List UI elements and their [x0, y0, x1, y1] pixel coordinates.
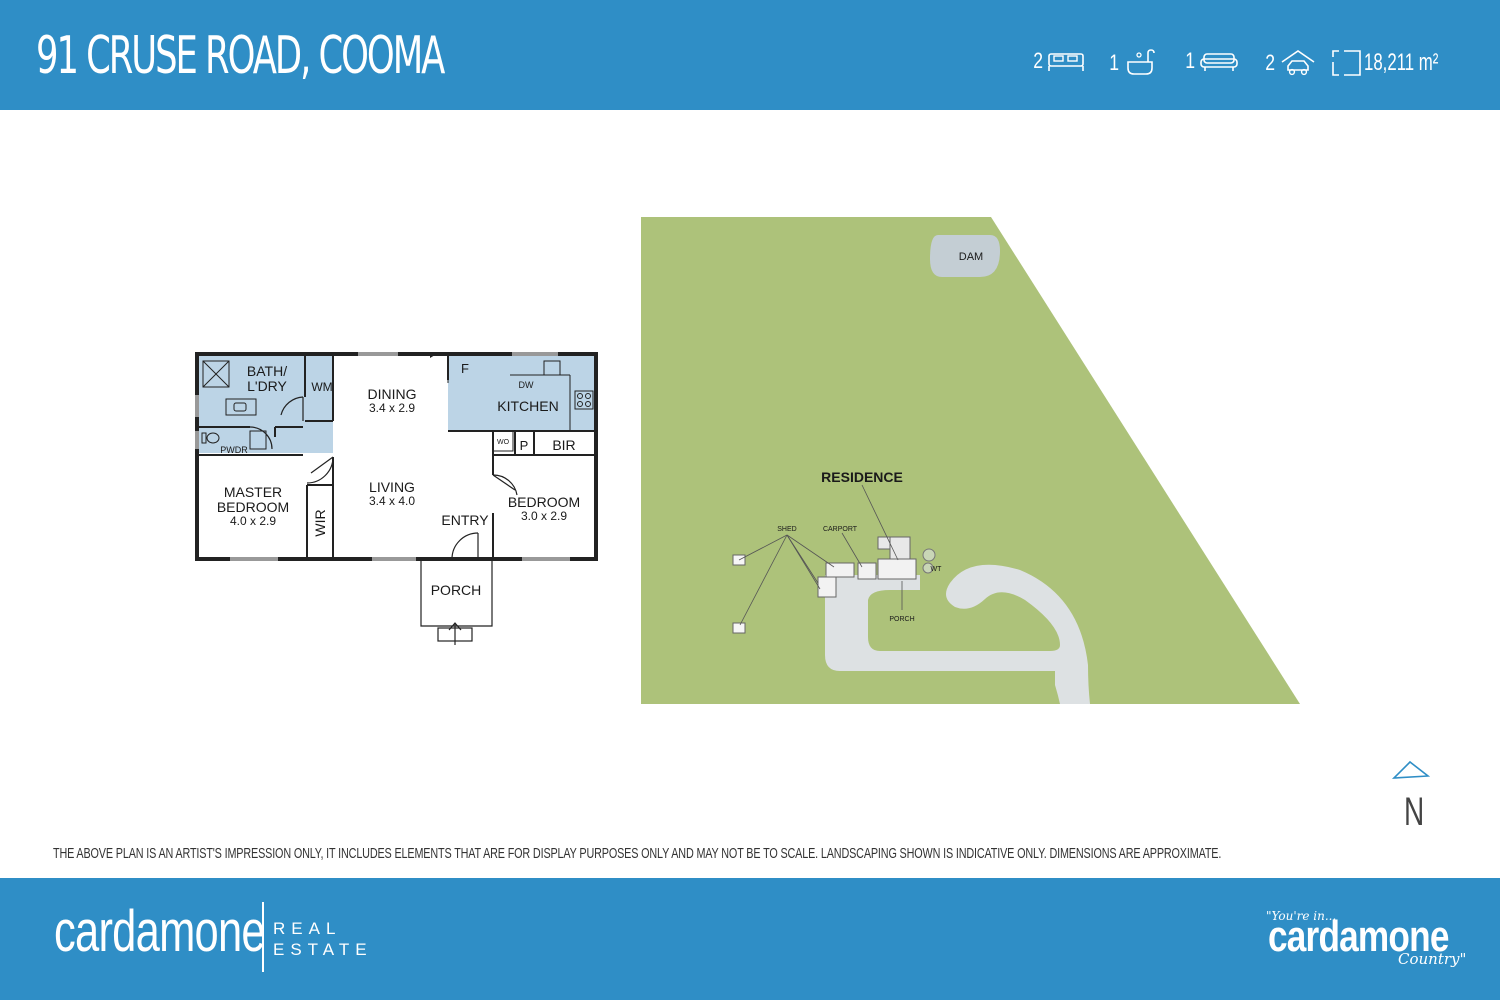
- porch-label: PORCH: [431, 582, 482, 598]
- bath-label-2: L'DRY: [247, 378, 287, 394]
- dam: [930, 235, 1000, 277]
- parking-count: 2: [1265, 50, 1276, 75]
- bath-label-1: BATH/: [247, 363, 287, 379]
- sofa-icon: [1200, 53, 1239, 71]
- bir-label: BIR: [552, 437, 575, 453]
- footer-bar: [0, 878, 1500, 1000]
- brand-logo-left: cardamone: [54, 899, 266, 964]
- pantry-label: P: [520, 438, 529, 453]
- living-feature: 1: [1184, 48, 1240, 74]
- door-swings: [249, 396, 518, 560]
- living-size: 3.4 x 4.0: [369, 494, 415, 508]
- bathrooms-feature: 1: [1108, 48, 1158, 78]
- site-porch-label: PORCH: [889, 616, 914, 623]
- bath-icon: [1127, 49, 1156, 75]
- dw-label: DW: [519, 380, 534, 390]
- sliding-door-arrow: [400, 352, 435, 358]
- header-bar: [0, 0, 1500, 110]
- fridge-label: F: [461, 361, 469, 376]
- master-bedroom-label-1: MASTER: [224, 484, 282, 500]
- brand-sub-estate: ESTATE: [273, 940, 373, 959]
- fixtures: [201, 360, 594, 452]
- room-labels: BATH/ L'DRY WM PWDR DINING 3.4 x 2.9 F D…: [217, 361, 580, 598]
- dam-label: DAM: [959, 251, 983, 263]
- interior-walls: [199, 356, 594, 557]
- porch-outline: [420, 559, 493, 645]
- north-label: N: [1404, 790, 1425, 834]
- pwdr-label: PWDR: [220, 445, 248, 455]
- dining-label: DINING: [368, 386, 417, 402]
- carport-label: CARPORT: [823, 526, 858, 533]
- leader-lines: [738, 484, 903, 626]
- water-tanks: [922, 548, 936, 574]
- kitchen-label: KITCHEN: [497, 398, 558, 414]
- water-tank-label: WT: [931, 566, 943, 573]
- property-address-title: 91 CRUSE ROAD, COOMA: [36, 26, 445, 86]
- brand-divider: [262, 902, 264, 972]
- shed-label: SHED: [777, 526, 796, 533]
- site-labels: DAM RESIDENCE SHED CARPORT WT PORCH: [777, 251, 983, 623]
- driveway: [825, 564, 1090, 704]
- bedrooms-count: 2: [1033, 48, 1044, 73]
- land-area-value: 18,211 m²: [1364, 49, 1439, 76]
- wo-label: WO: [497, 439, 510, 446]
- bedroom-size: 3.0 x 2.9: [521, 509, 567, 523]
- master-bedroom-label-2: BEDROOM: [217, 499, 289, 515]
- living-count: 1: [1185, 48, 1196, 73]
- brand-tagline: "You're in...: [1266, 909, 1337, 923]
- car-icon: [1281, 50, 1315, 76]
- living-label: LIVING: [369, 479, 415, 495]
- residence-label: RESIDENCE: [821, 469, 903, 485]
- land-parcel: [641, 217, 1300, 704]
- wir-label: WIR: [312, 509, 328, 536]
- bathrooms-count: 1: [1109, 50, 1120, 75]
- bedroom-label: BEDROOM: [508, 494, 580, 510]
- wm-label: WM: [311, 380, 332, 394]
- kitchen-shading: [448, 356, 594, 431]
- brand-logo-right: cardamone: [1268, 912, 1449, 961]
- master-bedroom-size: 4.0 x 2.9: [230, 514, 276, 528]
- entry-label: ENTRY: [441, 512, 489, 528]
- land-area-icon: [1332, 50, 1361, 76]
- north-arrow-icon: [1391, 760, 1430, 779]
- brand-sub-real: REAL: [273, 919, 342, 938]
- parking-feature: 2: [1264, 48, 1318, 78]
- dining-size: 3.4 x 2.9: [369, 401, 415, 415]
- floor-plan: BATH/ L'DRY WM PWDR DINING 3.4 x 2.9 F D…: [195, 352, 598, 645]
- disclaimer: THE ABOVE PLAN IS AN ARTIST'S IMPRESSION…: [53, 845, 1222, 862]
- brand-logo-right-sub: Country": [1398, 950, 1467, 968]
- site-plan: DAM RESIDENCE SHED CARPORT WT PORCH: [641, 217, 1300, 704]
- bedrooms-feature: 2: [1032, 48, 1088, 74]
- bed-icon: [1048, 53, 1085, 71]
- windows: [195, 352, 570, 561]
- land-area-feature: 18,211 m²: [1330, 48, 1470, 78]
- brand-logo-left-sub: REAL ESTATE: [273, 918, 373, 960]
